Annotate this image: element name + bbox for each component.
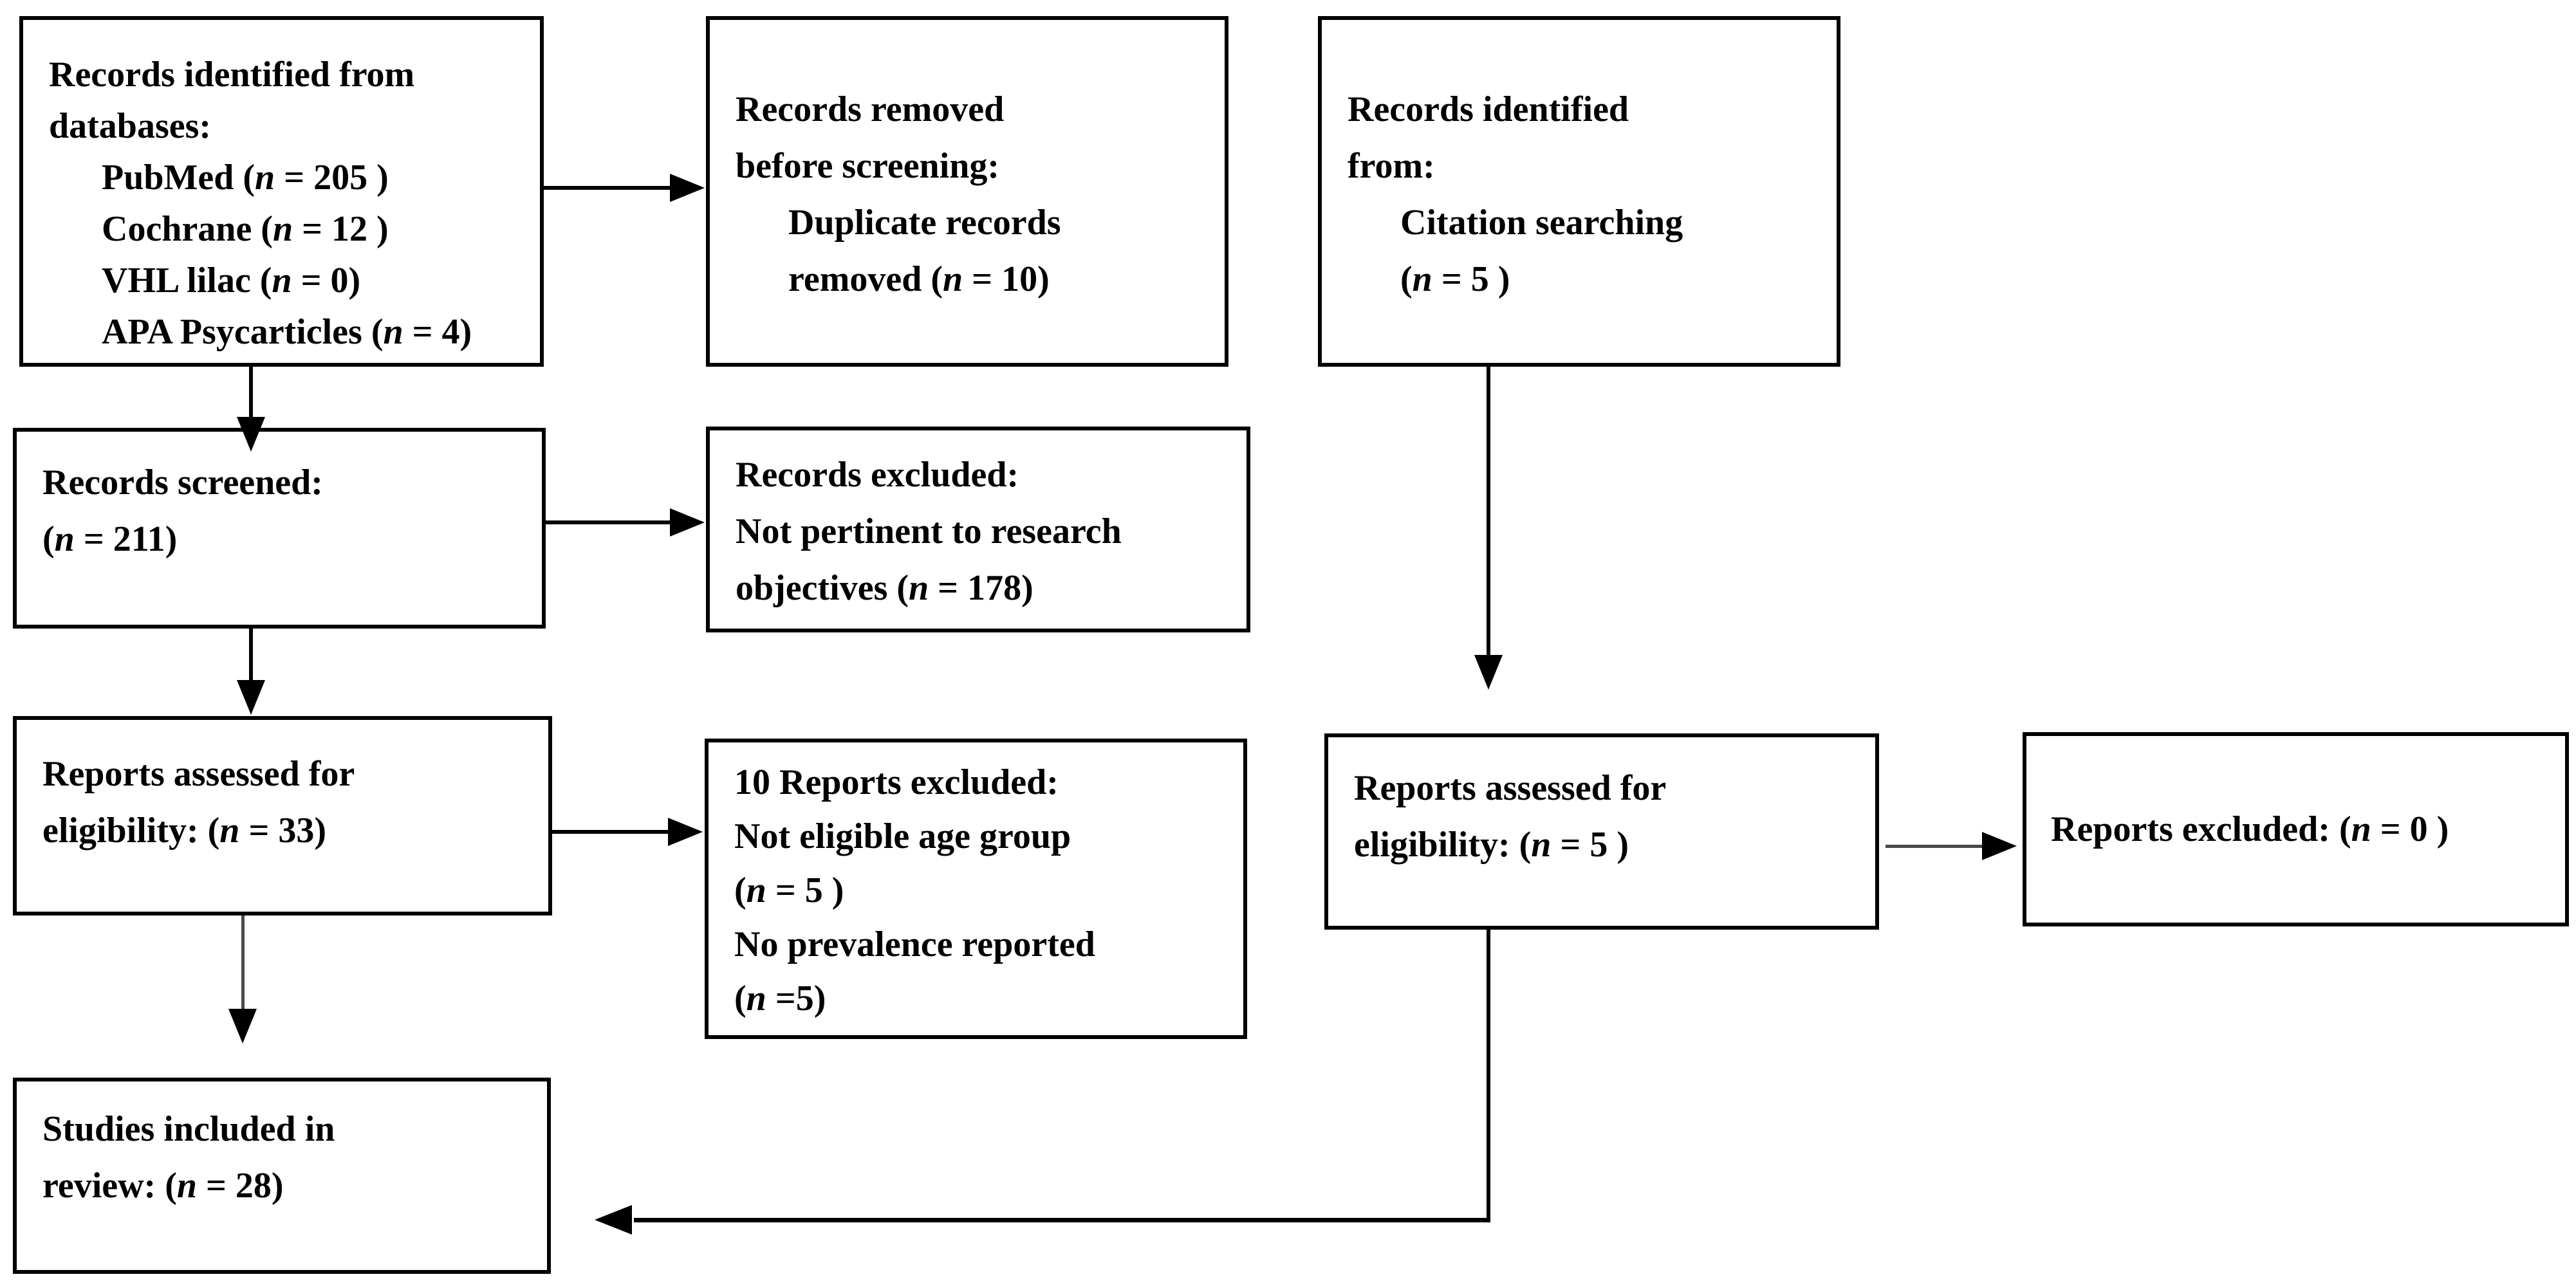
text-line: before screening: — [736, 146, 1000, 186]
text-line: Not eligible age group — [734, 816, 1071, 856]
text-line: (n = 5 ) — [1400, 259, 1510, 299]
arrow-line-assessed33-to-excluded10 — [552, 830, 668, 834]
text-line: No prevalence reported — [734, 925, 1095, 964]
text-line: review: (n = 28) — [42, 1166, 284, 1206]
text-line: Duplicate records — [788, 203, 1061, 243]
arrow-line-databases-to-screened — [249, 367, 253, 417]
box-studies-included-review: Studies included in review: (n = 28) — [13, 1078, 551, 1274]
arrow-line-assessed5-to-included — [634, 1218, 1490, 1222]
text-line: 10 Reports excluded: — [734, 762, 1059, 802]
arrowhead-right-assessed33-to-excluded10 — [668, 818, 703, 846]
text-line: Not pertinent to research — [736, 511, 1122, 551]
box-reports-excluded-0: Reports excluded: (n = 0 ) — [2023, 732, 2569, 926]
arrowhead-right-assessed5-to-excluded0 — [1982, 832, 2017, 860]
arrowhead-down-screened-to-assessed33 — [237, 680, 265, 715]
text-line: VHL lilac (n = 0) — [102, 261, 361, 300]
arrow-line-screened-to-excluded — [546, 520, 670, 524]
box-reports-assessed-eligibility-5: Reports assessed for eligibility: (n = 5 … — [1324, 733, 1879, 930]
arrowhead-right-screened-to-excluded — [670, 508, 705, 537]
text-line: Records identified from — [49, 55, 415, 95]
text-line: Reports excluded: (n = 0 ) — [2051, 809, 2449, 849]
text-line: Records screened: — [42, 463, 323, 502]
text-line: from: — [1348, 146, 1435, 186]
arrowhead-left-assessed5-to-included — [595, 1205, 632, 1235]
arrow-line-assessed5-down — [1487, 930, 1490, 1222]
box-reports-assessed-eligibility-33: Reports assessed for eligibility: (n = 33… — [13, 716, 552, 915]
text-line: Records removed — [736, 89, 1005, 129]
text-line: PubMed (n = 205 ) — [102, 158, 389, 198]
text-line: (n = 211) — [42, 519, 178, 559]
box-records-identified-databases: Records identified from databases: PubMed … — [19, 16, 544, 367]
arrow-line-assessed5-to-excluded0 — [1886, 845, 1982, 848]
text-line: Reports assessed for — [42, 754, 355, 794]
arrow-line-citation-to-assessed5 — [1487, 367, 1490, 656]
text-line: APA Psycarticles (n = 4) — [102, 312, 472, 352]
arrowhead-down-assessed33-to-included — [228, 1009, 257, 1044]
text-line: objectives (n = 178) — [736, 568, 1033, 608]
text-line: Reports assessed for — [1354, 768, 1667, 808]
text-line: removed (n = 10) — [788, 259, 1050, 299]
text-line: Citation searching — [1400, 203, 1683, 243]
text-line: Studies included in — [42, 1109, 335, 1149]
arrowhead-down-databases-to-screened — [237, 417, 265, 452]
text-line: eligibility: (n = 5 ) — [1354, 825, 1629, 865]
text-line: (n =5) — [734, 979, 826, 1018]
text-line: Records identified — [1348, 89, 1629, 129]
arrow-line-assessed33-to-included — [241, 915, 245, 1011]
arrow-line-screened-to-assessed33 — [249, 629, 253, 680]
arrow-line-databases-to-dedup — [544, 186, 670, 190]
arrowhead-down-citation-to-assessed5 — [1474, 655, 1503, 690]
text-line: databases: — [49, 106, 212, 146]
box-records-identified-citation: Records identified from: Citation searchin… — [1318, 16, 1840, 367]
box-reports-excluded-10: 10 Reports excluded: Not eligible age gro… — [705, 739, 1247, 1039]
box-records-excluded: Records excluded: Not pertinent to resear… — [706, 427, 1250, 632]
text-line: Cochrane (n = 12 ) — [102, 209, 389, 249]
box-records-removed-before-screening: Records removed before screening: Duplicat… — [706, 16, 1228, 367]
arrowhead-right-databases-to-dedup — [670, 174, 705, 202]
text-line: Records excluded: — [736, 455, 1019, 495]
text-line: eligibility: (n = 33) — [42, 811, 327, 851]
box-records-screened: Records screened: (n = 211) — [13, 428, 546, 629]
text-line: (n = 5 ) — [734, 870, 844, 910]
